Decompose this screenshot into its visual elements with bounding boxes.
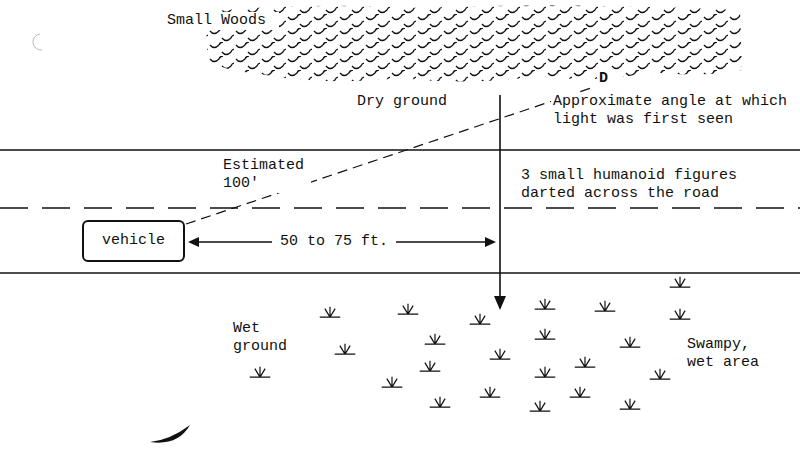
scan-mark	[33, 34, 42, 50]
node-text: vehicle	[102, 232, 165, 250]
dimension-line	[396, 241, 488, 242]
vehicle-box: vehicle	[82, 220, 185, 262]
dimension-line	[196, 241, 272, 242]
road-edge	[0, 272, 800, 274]
arrowhead	[188, 237, 199, 247]
scan-mark	[150, 425, 190, 443]
region-label: Dry ground	[355, 93, 459, 111]
marsh-tufts	[250, 277, 691, 411]
region-label: Wet ground	[231, 320, 297, 356]
region-label: Small Woods	[165, 12, 279, 30]
woods-scribbles	[200, 0, 745, 90]
note-label: Approximate angle at which light was fir…	[551, 93, 795, 129]
center-line	[0, 207, 800, 209]
region-label: Swampy, wet area	[685, 336, 773, 372]
road-edge	[0, 149, 800, 151]
arrowhead	[494, 296, 506, 310]
distance-label: Estimated 100'	[221, 157, 311, 193]
note-label: 3 small humanoid figures darted across t…	[519, 167, 748, 203]
path-arrow	[499, 95, 501, 298]
arrowhead	[485, 237, 496, 247]
dimension-label: 50 to 75 ft.	[278, 233, 396, 251]
point-label: D	[597, 70, 615, 88]
sight-line	[186, 87, 594, 224]
